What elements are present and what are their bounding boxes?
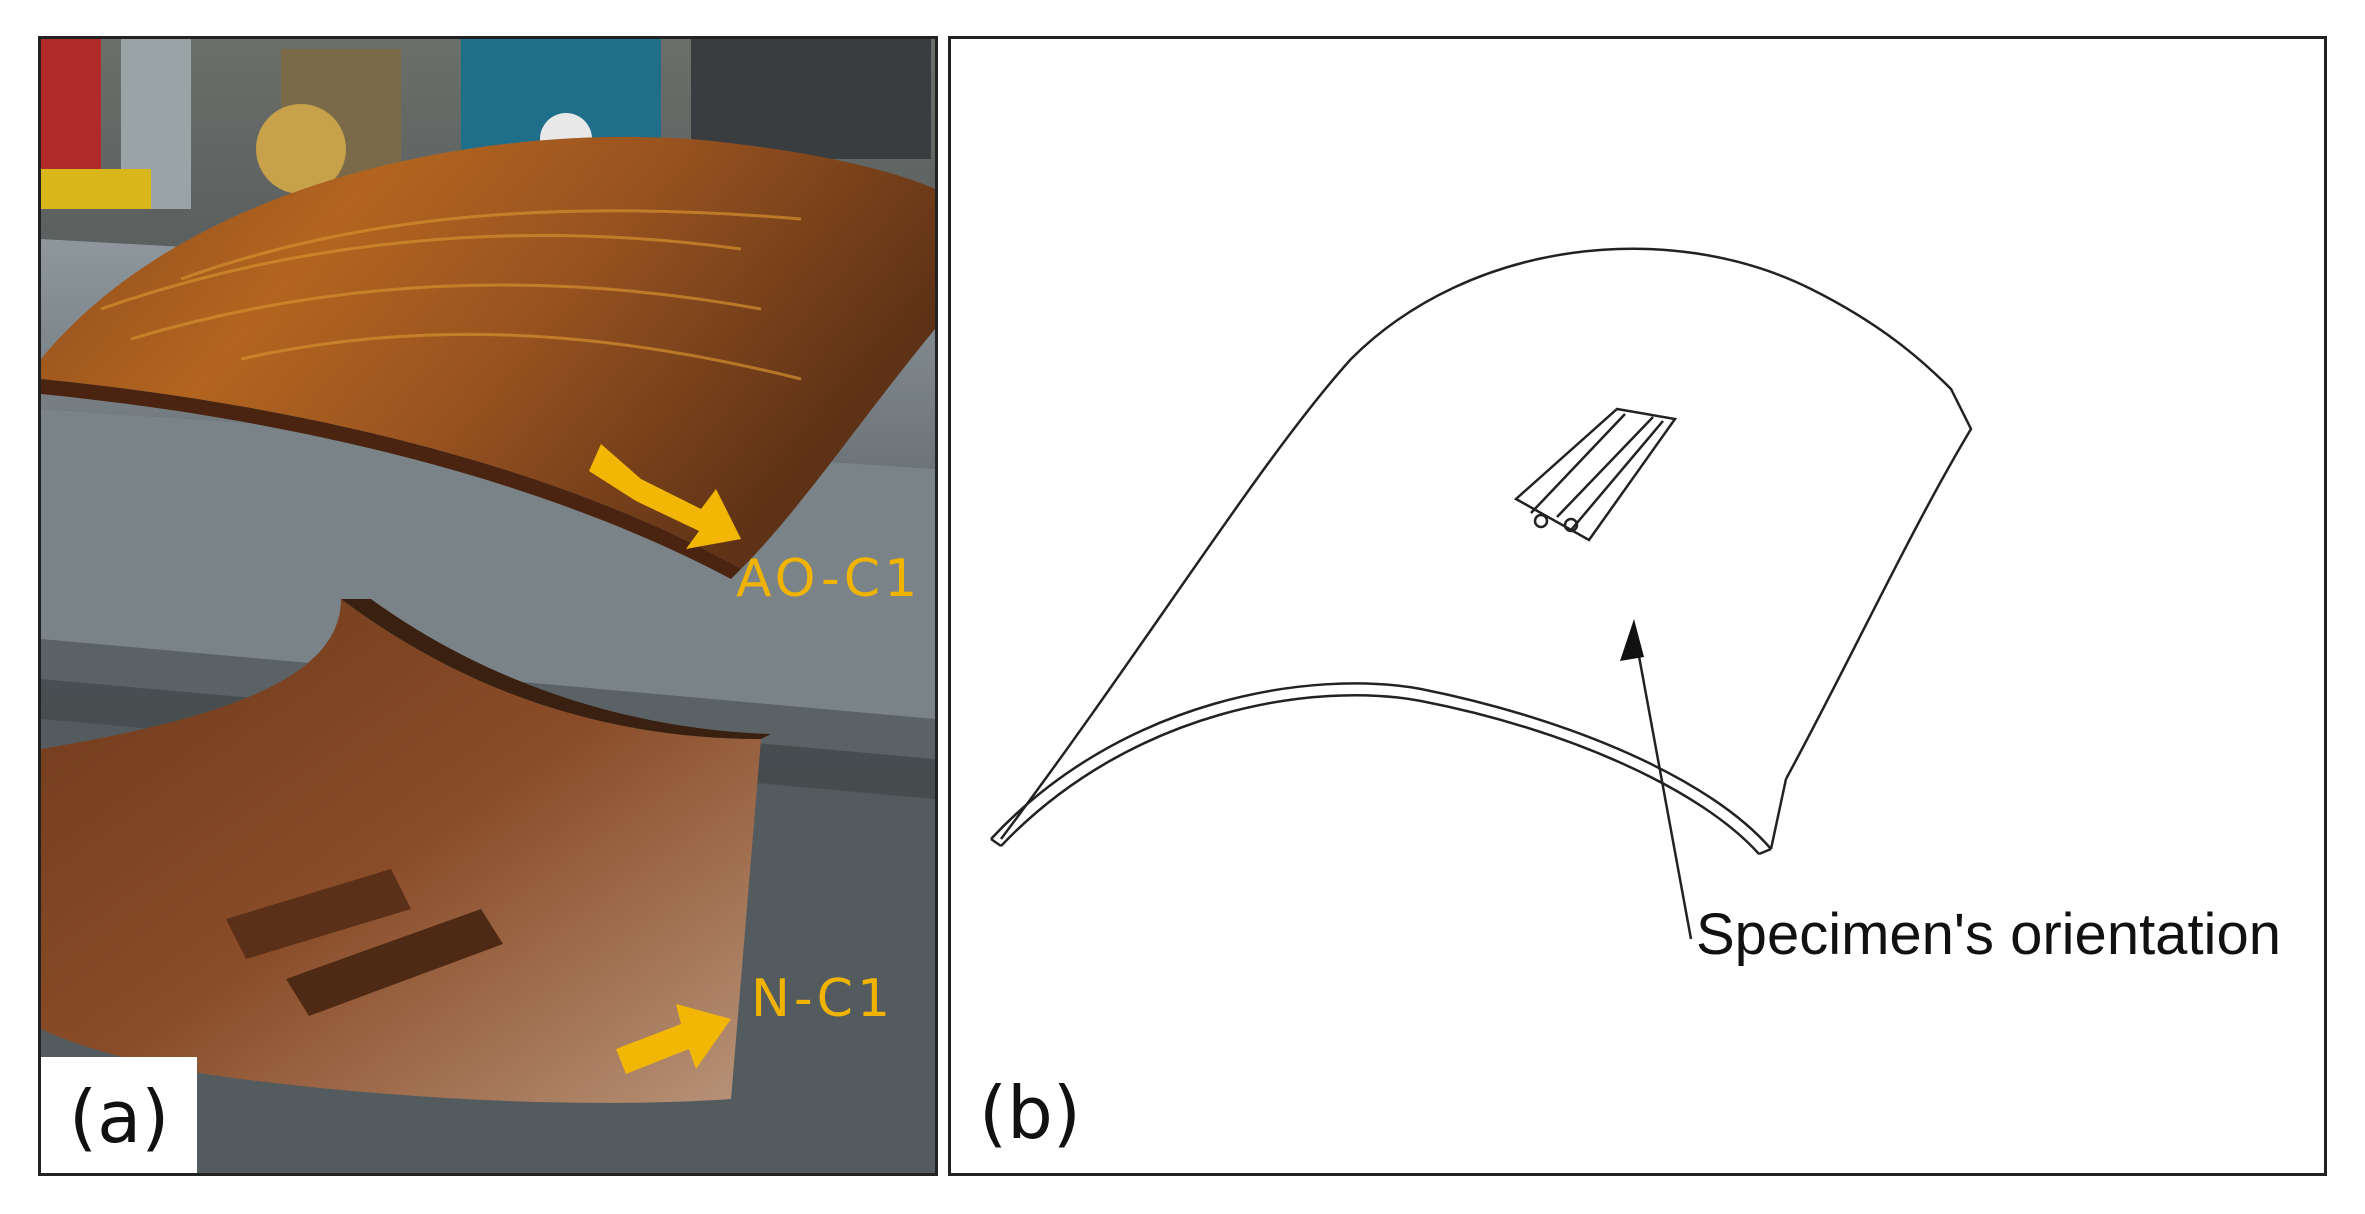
front-edge xyxy=(990,682,1772,850)
specimen-orientation-label: Specimen's orientation xyxy=(1696,902,2281,967)
specimen-strip xyxy=(286,909,503,1016)
arrow-icon xyxy=(616,1004,731,1074)
pipe-photo xyxy=(41,39,935,1173)
panel-label-b: (b) xyxy=(979,1071,1081,1155)
arrow-icon xyxy=(589,444,741,549)
drawing-panel: Specimen's orientation (b) xyxy=(948,36,2327,1176)
callout-n-c1: N-C1 xyxy=(751,969,895,1029)
specimen-rectangle xyxy=(1513,407,1678,542)
pipe-drawing xyxy=(990,247,1973,940)
arrow-icon xyxy=(1620,619,1693,940)
section-outline xyxy=(999,247,1973,840)
panel-label-a: (a) xyxy=(41,1057,198,1173)
photo-panel: AO-C1 N-C1 (a) xyxy=(38,36,938,1176)
specimen-strip xyxy=(226,869,411,959)
lower-pipe-section xyxy=(41,599,761,1103)
callout-ao-c1: AO-C1 xyxy=(736,549,922,609)
